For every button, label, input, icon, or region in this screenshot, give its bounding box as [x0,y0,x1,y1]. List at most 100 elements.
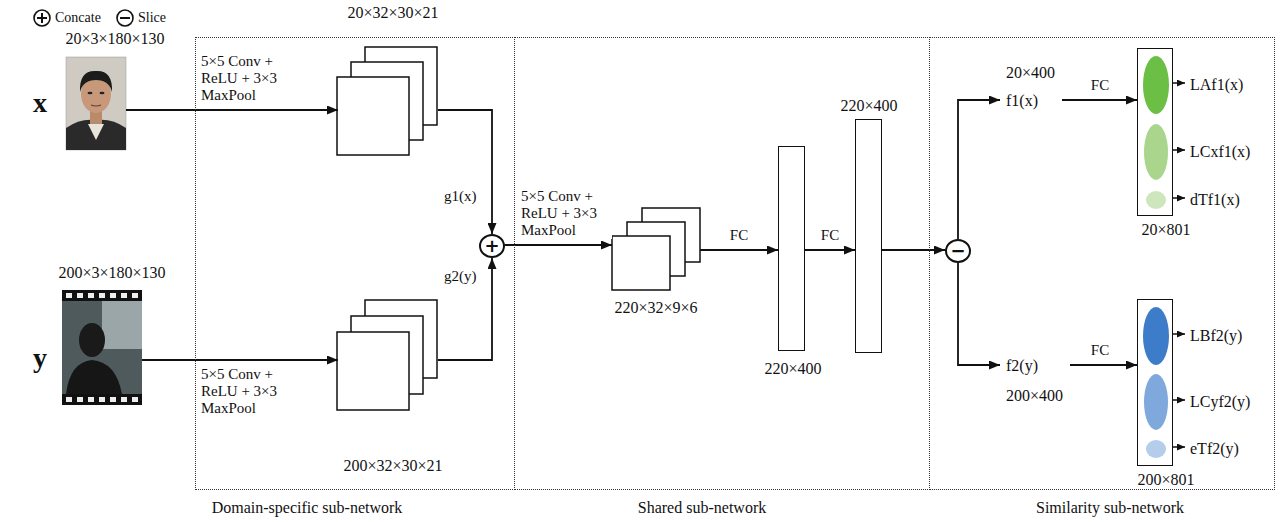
formula-label: dTf1(x) [1190,191,1240,209]
sprocket-hole [121,293,127,298]
edge-label: FC [820,227,840,244]
tensor-size: 200×801 [1137,471,1194,489]
input-video: 200×3×180×130 [62,290,142,405]
subnetwork-region: Shared sub-network220×32×9×6220×400220×4… [515,37,930,490]
concat-operator: + [479,234,505,258]
photo-jacket [66,120,126,150]
output-block: 200×801LBf2(y)LCyf2(y)eTf2(y) [1137,299,1173,466]
tensor-size: 200×3×180×130 [58,264,165,282]
legend-text: Concate [55,10,101,26]
feature-stack: 20×32×30×21 [338,48,438,156]
feature-name: f2(y) [1006,357,1038,375]
sprocket-hole [77,397,83,402]
film-window [102,301,142,349]
formula-label: LCyf2(y) [1190,393,1250,411]
legend-text: Slice [138,10,166,26]
connector-arrow [142,359,338,361]
connector-arrow [126,109,338,111]
connector-arrow [700,249,778,251]
feature-map [337,332,409,410]
output-segment: eTf2(y) [1146,440,1166,458]
connector-arrow [1062,99,1137,101]
output-block: 20×801LAf1(x)LCxf1(x)dTf1(x) [1137,48,1173,216]
edge-label: g1(x) [443,188,478,205]
slice-icon [117,10,133,26]
tensor-size: 200×400 [1006,387,1063,405]
tensor-size: 20×3×180×130 [65,30,164,48]
connector-arrow [958,100,1000,239]
output-segment: LCxf1(x) [1144,124,1168,180]
sprocket-hole [132,293,138,298]
film-strip [62,290,142,405]
subnetwork-region: Domain-specific sub-network20×32×30×2120… [195,37,515,490]
output-segment: LCyf2(y) [1144,374,1168,430]
region-title: Similarity sub-network [1036,499,1184,517]
feature-stack: 220×32×9×6 [612,209,700,291]
formula-label: LBf2(y) [1190,327,1242,345]
photo-mouth [91,105,101,106]
output-segment: dTf1(x) [1146,191,1166,209]
edge-label: 5×5 Conv + ReLU + 3×3 MaxPool [520,188,612,239]
film-body [66,360,122,394]
edge-label: g2(y) [443,268,478,285]
edge-label: FC [729,227,749,244]
region-title: Domain-specific sub-network [212,499,403,517]
sprocket-hole [66,397,72,402]
legend-icons [34,10,133,26]
sprocket-hole [132,397,138,402]
operator-symbol: − [947,241,969,261]
connector-arrow [1070,364,1137,366]
tensor-size: 20×32×30×21 [347,4,438,22]
film-image [62,301,142,394]
slice-operator: − [945,239,971,263]
sprocket-hole [121,397,127,402]
operator-symbol: + [481,236,503,256]
connector-arrow [438,258,492,360]
connector-arrow [805,249,855,251]
edge-label: 5×5 Conv + ReLU + 3×3 MaxPool [200,53,307,104]
sprocket-hole [110,293,116,298]
tensor-size: 220×400 [840,97,897,115]
feature-map-stacks [337,47,700,410]
edge-label: FC [1090,77,1110,94]
concat-icon-plus [37,13,47,23]
tensor-size: 220×400 [764,360,821,378]
input-image: 20×3×180×130 [66,57,126,150]
tensor-size: 200×32×30×21 [343,457,442,475]
slice-icon-minus [120,17,130,19]
sprocket-hole [66,293,72,298]
fc-layer: 220×400 [855,119,882,353]
feature-map [337,77,409,155]
tensor-size: 20×801 [1141,221,1190,239]
sprocket-hole [99,397,105,402]
sprocket-hole [110,397,116,402]
edge-label: FC [1090,342,1110,359]
formula-label: LAf1(x) [1190,76,1243,94]
fc-layer: 220×400 [778,146,805,351]
input-letter: y [33,343,47,373]
sprocket-hole [88,397,94,402]
connector-arrow [882,249,945,251]
photo-eye [100,92,105,95]
feature-name: f1(x) [1006,92,1038,110]
photo-eye [88,92,93,95]
region-title: Shared sub-network [638,499,766,517]
output-segment: LAf1(x) [1143,56,1169,114]
connector-arrow [438,110,492,234]
formula-label: eTf2(y) [1190,440,1239,458]
sprocket-hole [88,293,94,298]
video-frame [62,290,142,405]
tensor-size: 20×400 [1006,64,1055,82]
photo-background [66,57,126,150]
subnetwork-region: Similarity sub-network−20×400f1(x)20×801… [930,37,1275,490]
sprocket-hole [77,293,83,298]
input-letter: x [33,88,47,118]
sprocket-hole [99,293,105,298]
feature-map [612,236,670,290]
feature-stack: 200×32×30×21 [338,301,438,411]
face-photo [66,57,126,150]
feature-vector: f2(y) 200×400 [1000,353,1070,408]
connector-arrow [958,263,1000,365]
film-head [79,323,105,357]
